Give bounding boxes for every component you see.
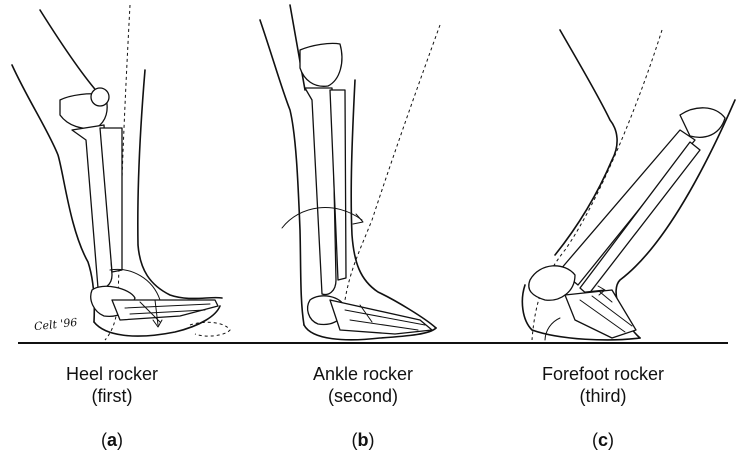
caption-panel-b: Ankle rocker (second) xyxy=(263,363,463,407)
caption-panel-c: Forefoot rocker (third) xyxy=(503,363,703,407)
caption-a-line1: Heel rocker xyxy=(12,363,212,385)
caption-b-line2: (second) xyxy=(263,385,463,407)
leg-illustration-a xyxy=(12,5,230,340)
leg-illustration-b xyxy=(260,5,440,340)
caption-a-line2: (first) xyxy=(12,385,212,407)
caption-c-line1: Forefoot rocker xyxy=(503,363,703,385)
panel-label-a: (a) xyxy=(82,430,142,451)
panel-label-b: (b) xyxy=(333,430,393,451)
caption-c-line2: (third) xyxy=(503,385,703,407)
panel-label-c: (c) xyxy=(573,430,633,451)
leg-illustration-c xyxy=(522,30,735,340)
caption-b-line1: Ankle rocker xyxy=(263,363,463,385)
caption-panel-a: Heel rocker (first) xyxy=(12,363,212,407)
